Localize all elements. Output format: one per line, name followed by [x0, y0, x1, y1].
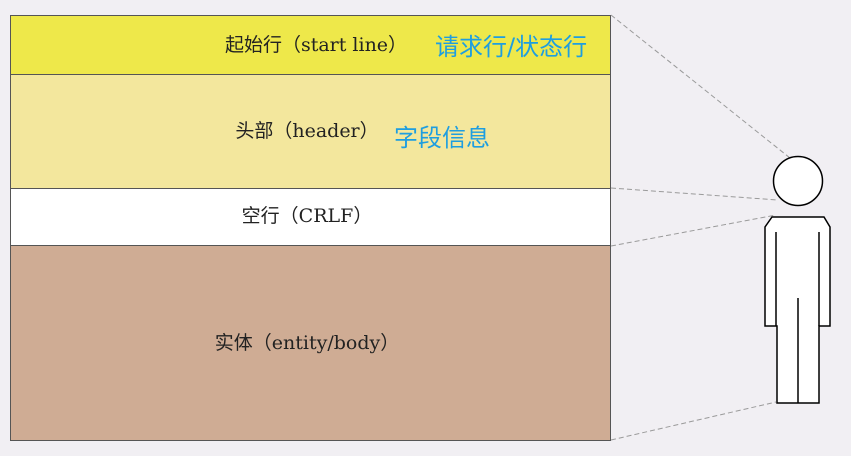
start-line-label: 起始行（start line）	[224, 34, 408, 56]
header-label: 头部（header）	[235, 120, 379, 142]
crlf-label: 空行（CRLF）	[241, 205, 373, 227]
crlf-section: 空行（CRLF）	[10, 188, 611, 246]
person-body	[764, 216, 831, 404]
body-section: 实体（entity/body）	[10, 245, 611, 441]
person-head	[772, 155, 824, 207]
perspective-line-header	[610, 187, 779, 201]
perspective-line-crlf	[610, 214, 777, 247]
perspective-line-bottom	[610, 401, 777, 441]
person-icon	[764, 155, 831, 404]
perspective-line-top	[610, 14, 791, 159]
header-section: 头部（header）	[10, 74, 611, 189]
start-line-note: 请求行/状态行	[435, 33, 588, 61]
perspective-lines	[610, 14, 791, 441]
body-label: 实体（entity/body）	[214, 332, 400, 354]
start-line-section: 起始行（start line）	[10, 15, 611, 75]
header-note: 字段信息	[394, 124, 490, 152]
